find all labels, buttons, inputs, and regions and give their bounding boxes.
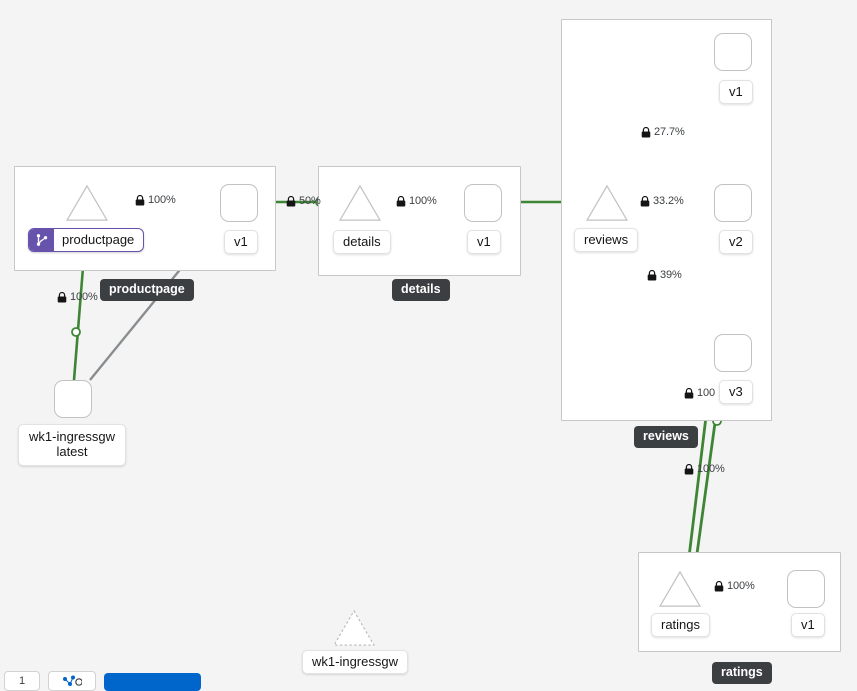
edge-label-text: 100 bbox=[697, 387, 716, 399]
edge-label-text: 100% bbox=[70, 291, 98, 303]
edge-label-text: 33.2% bbox=[653, 195, 684, 207]
edge-label-text: 100% bbox=[727, 580, 755, 592]
node-label-ingressgw-service: wk1-ingressgw bbox=[302, 650, 408, 675]
node-ingressgw-workload[interactable] bbox=[54, 380, 92, 418]
lock-icon bbox=[640, 196, 650, 207]
node-label-productpage-v1: v1 bbox=[224, 230, 258, 255]
edge-label-productpage-to-v1: 100% bbox=[135, 195, 176, 206]
group-tag-reviews: reviews bbox=[634, 426, 698, 448]
node-label-productpage[interactable]: productpage bbox=[28, 228, 145, 253]
edge-label-text: 100% bbox=[148, 194, 176, 206]
node-ratings-v1[interactable] bbox=[787, 570, 825, 608]
node-label-ingressgw-line1: wk1-ingressgw bbox=[29, 429, 115, 444]
node-label-ratings: ratings bbox=[651, 613, 711, 638]
edge-label-reviews-v3-to-ratings: 100% bbox=[684, 464, 725, 475]
lock-icon bbox=[641, 127, 651, 138]
edge-label-text: 50% bbox=[299, 195, 321, 207]
virtual-service-icon bbox=[29, 229, 54, 252]
edge-label-text: 27.7% bbox=[654, 126, 685, 138]
topology-icon bbox=[63, 675, 82, 686]
triangle-shape bbox=[658, 570, 702, 607]
edge-label-ingressgw-to-productpage: 100% bbox=[57, 292, 98, 303]
node-label-ingressgw-line2: latest bbox=[56, 444, 88, 460]
triangle-shape bbox=[585, 184, 629, 221]
lock-icon bbox=[684, 388, 694, 399]
node-details-v1[interactable] bbox=[464, 184, 502, 222]
edge-label-reviews-v2-to-ratings: 100 bbox=[684, 388, 715, 399]
group-tag-productpage: productpage bbox=[100, 279, 194, 301]
lock-icon bbox=[647, 270, 657, 281]
edge-label-details-to-v1: 100% bbox=[396, 196, 437, 207]
edge-label-text: 100% bbox=[409, 195, 437, 207]
triangle-shape bbox=[338, 184, 382, 221]
edge-label-reviews-to-v3: 39% bbox=[647, 270, 682, 281]
graph-toolbar[interactable]: 1 bbox=[0, 671, 201, 691]
node-label-details-v1: v1 bbox=[467, 230, 501, 255]
node-label-reviews-v2: v2 bbox=[719, 230, 753, 255]
lock-icon bbox=[286, 196, 296, 207]
node-reviews-v3[interactable] bbox=[714, 334, 752, 372]
node-label-reviews-v1: v1 bbox=[719, 80, 753, 105]
edge-label-productpage-v1-to-details: 50% bbox=[286, 196, 321, 207]
node-label-productpage-text: productpage bbox=[62, 232, 135, 247]
legend-toggle-chip[interactable] bbox=[48, 671, 96, 691]
node-label-ratings-v1: v1 bbox=[791, 613, 825, 638]
group-tag-ratings: ratings bbox=[712, 662, 772, 684]
node-label-reviews: reviews bbox=[574, 228, 639, 253]
edge-label-text: 100% bbox=[697, 463, 725, 475]
node-label-reviews-v3: v3 bbox=[719, 380, 753, 405]
node-productpage-v1[interactable] bbox=[220, 184, 258, 222]
node-label-details: details bbox=[333, 230, 391, 255]
triangle-shape bbox=[65, 184, 109, 221]
edge-label-ratings-to-v1: 100% bbox=[714, 581, 755, 592]
node-label-ingressgw-workload: wk1-ingressgw latest bbox=[18, 424, 126, 466]
lock-icon bbox=[684, 464, 694, 475]
edge-label-reviews-to-v1: 27.7% bbox=[641, 127, 685, 138]
lock-icon bbox=[57, 292, 67, 303]
primary-action-button[interactable] bbox=[104, 673, 201, 691]
group-tag-details: details bbox=[392, 279, 450, 301]
lock-icon bbox=[396, 196, 406, 207]
lock-icon bbox=[135, 195, 145, 206]
node-reviews-v2[interactable] bbox=[714, 184, 752, 222]
zoom-level-chip[interactable]: 1 bbox=[4, 671, 40, 691]
edge-label-reviews-to-v2: 33.2% bbox=[640, 196, 684, 207]
triangle-dashed-shape bbox=[333, 609, 375, 646]
git-branch-glyph bbox=[36, 234, 47, 247]
lock-icon bbox=[714, 581, 724, 592]
edge-label-text: 39% bbox=[660, 269, 682, 281]
node-reviews-v1[interactable] bbox=[714, 33, 752, 71]
